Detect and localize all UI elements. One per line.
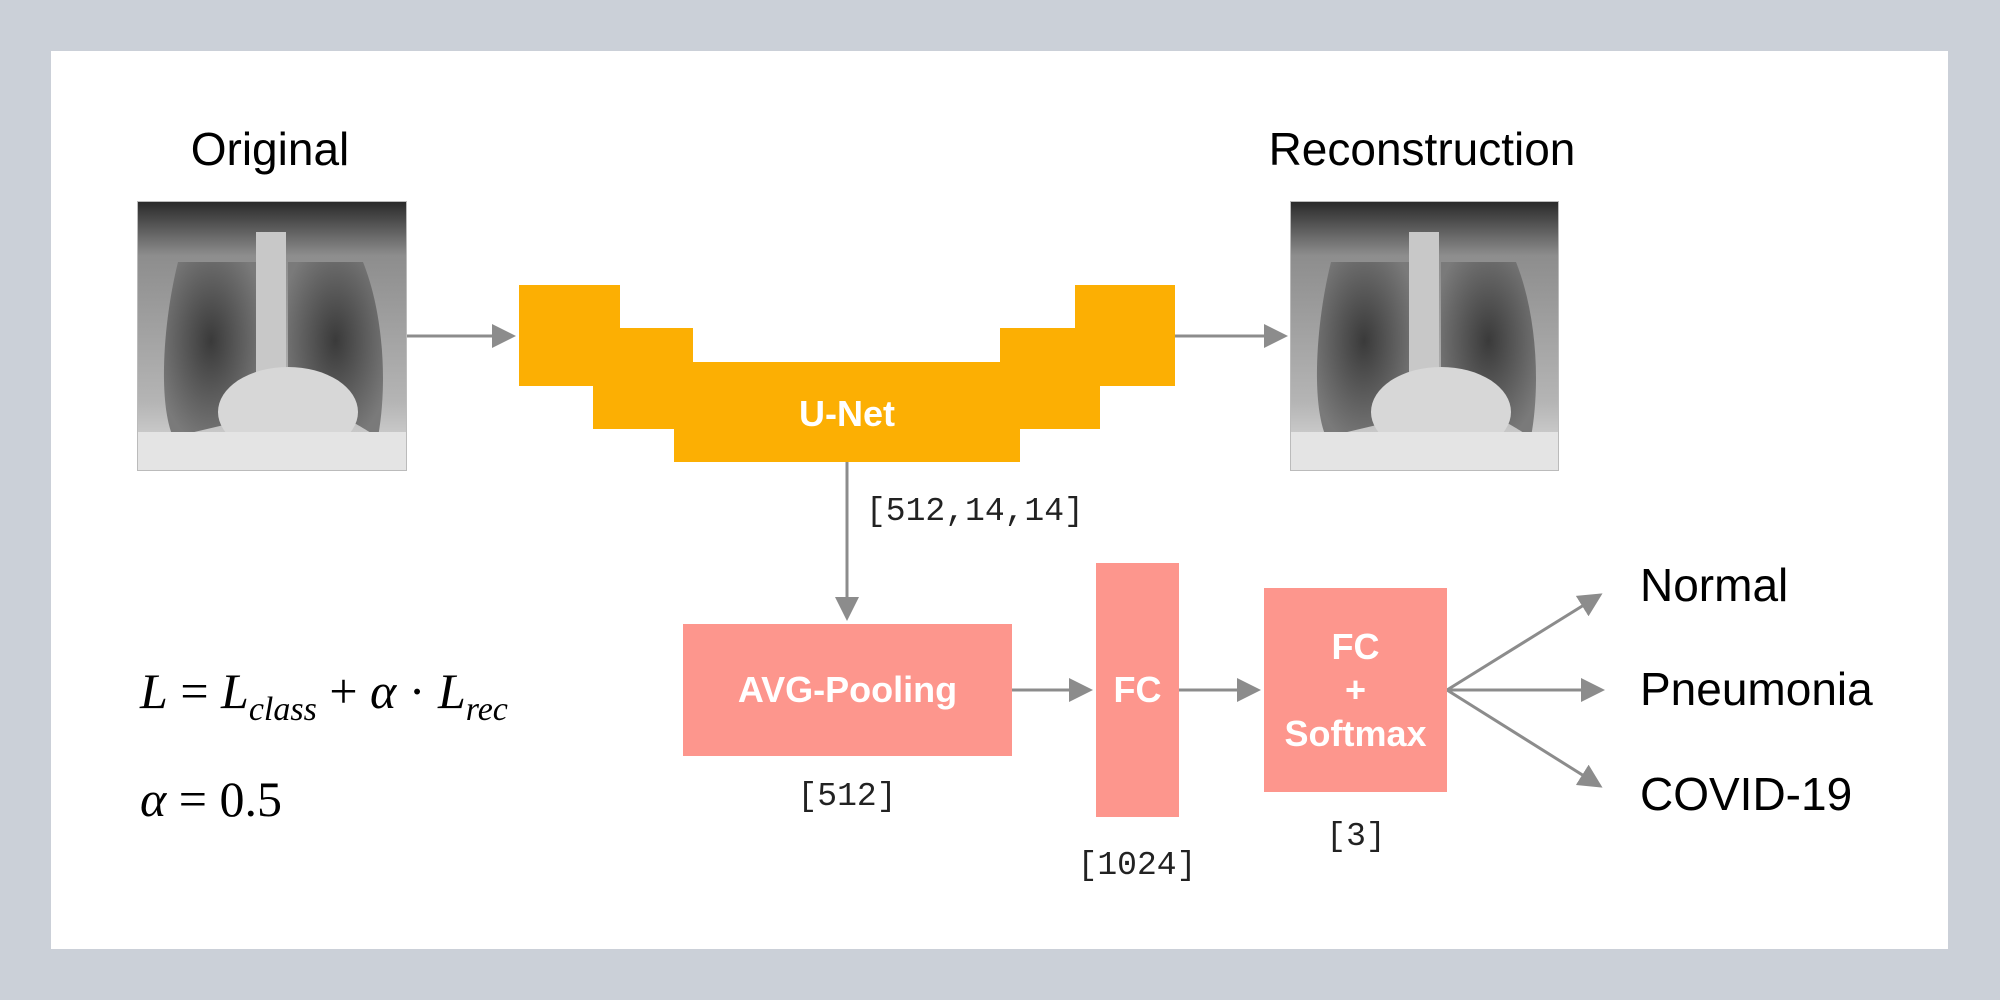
alpha-symbol: α: [370, 663, 397, 719]
equals-sign: =: [178, 771, 207, 827]
fc-label: FC: [1113, 669, 1162, 711]
fc-softmax-label-line3: Softmax: [1284, 712, 1427, 754]
reconstruction-xray-image: [1290, 201, 1559, 471]
fc-softmax-shape: [3]: [1326, 818, 1386, 855]
plus-sign: +: [329, 663, 358, 719]
alpha-value-formula: α = 0.5: [140, 770, 282, 828]
alpha-symbol: α: [140, 771, 167, 827]
class-label-pneumonia: Pneumonia: [1640, 663, 1873, 715]
avg-pooling-label: AVG-Pooling: [737, 669, 958, 711]
unet-output-shape: [512,14,14]: [866, 493, 1084, 530]
class-label-covid: COVID-19: [1640, 768, 1853, 820]
class-label-normal: Normal: [1640, 559, 1789, 611]
unet-label: U-Net: [799, 393, 895, 434]
equals-sign: =: [180, 663, 209, 719]
fc-box: FC: [1096, 563, 1179, 817]
fc-softmax-box: FC + Softmax: [1264, 588, 1447, 792]
chest-xray-icon: [1291, 202, 1558, 470]
rec-loss-subscript: rec: [465, 691, 508, 728]
fc-softmax-label-plus: +: [1344, 669, 1367, 711]
class-loss-symbol: L: [221, 663, 249, 719]
loss-formula: L = Lclass + α · Lrec: [140, 662, 508, 729]
original-title: Original: [190, 123, 350, 175]
unet-shape: [519, 285, 1175, 462]
reconstruction-title: Reconstruction: [1268, 123, 1576, 175]
avg-pooling-shape: [512]: [797, 778, 897, 815]
diagram-panel: [51, 51, 1948, 949]
rec-loss-symbol: L: [437, 663, 466, 719]
original-xray-image: [137, 201, 407, 471]
fc-softmax-label-line1: FC: [1331, 626, 1380, 668]
avg-pooling-box: AVG-Pooling: [683, 624, 1012, 756]
dot-operator: ·: [408, 663, 426, 719]
arrow-to-normal: [1446, 593, 1603, 692]
arrow-to-covid: [1446, 688, 1603, 788]
fc-shape: [1024]: [1077, 847, 1197, 884]
loss-symbol: L: [140, 663, 168, 719]
chest-xray-icon: [138, 202, 406, 470]
alpha-value: 0.5: [219, 771, 282, 827]
class-loss-subscript: class: [248, 691, 317, 728]
